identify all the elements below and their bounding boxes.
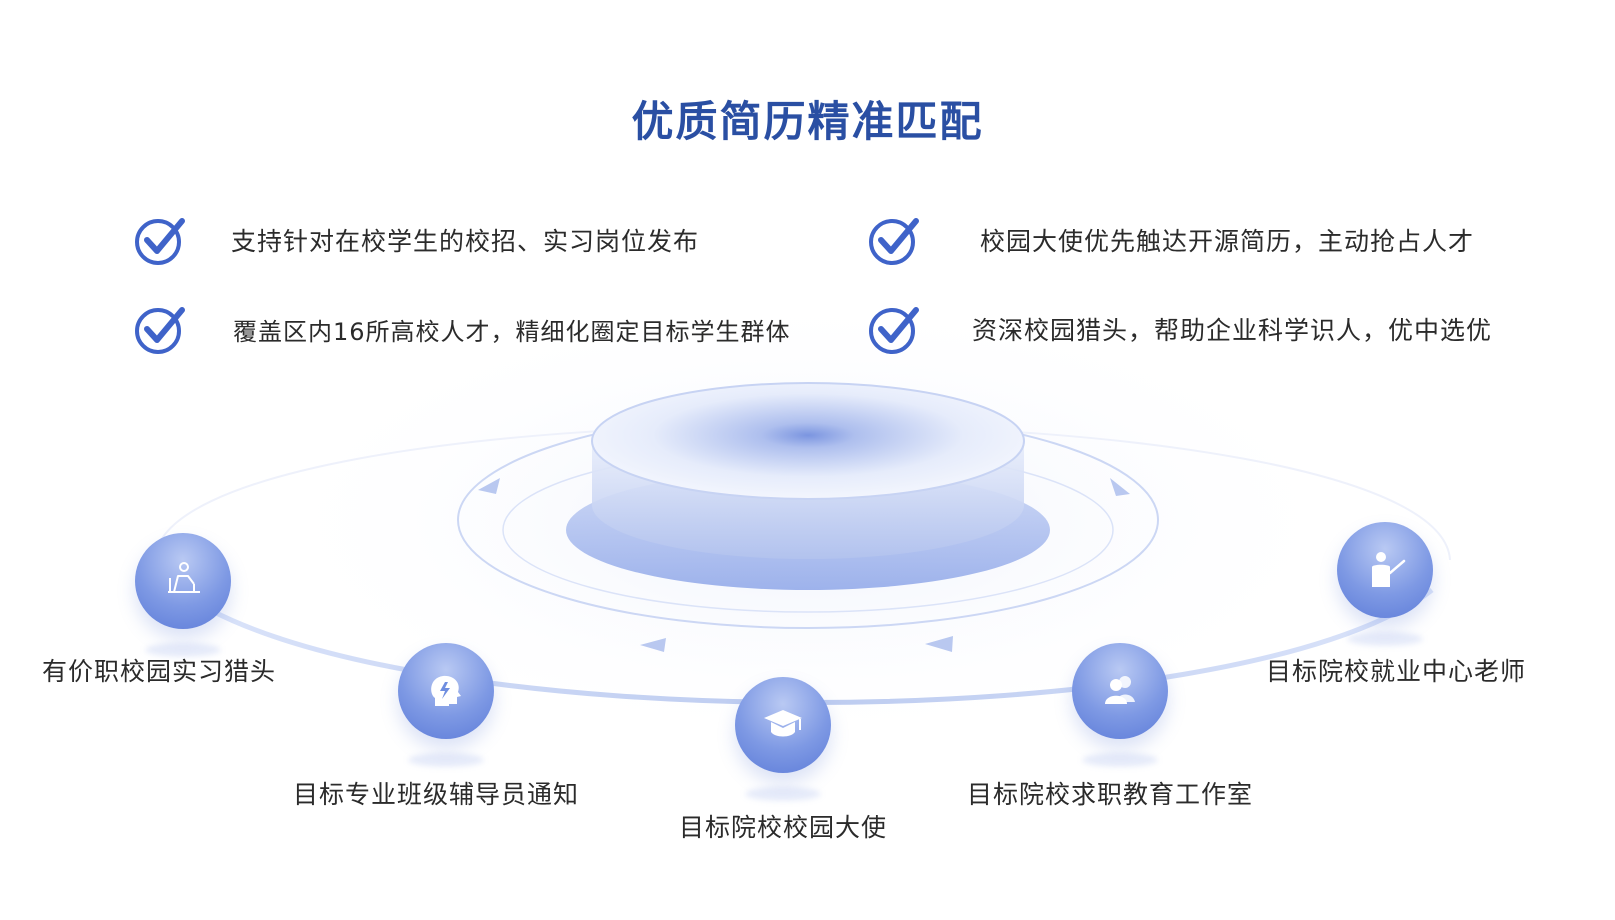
feature-text: 校园大使优先触达开源简历，主动抢占人才 (980, 227, 1475, 256)
node-campus-headhunter (135, 533, 231, 629)
teacher-pointer-icon (1372, 552, 1406, 587)
users-icon (1105, 676, 1135, 704)
orbit-arrow-left (478, 478, 500, 494)
head-lightbulb-icon (431, 675, 461, 706)
node-label: 有价职校园实习猎头 (42, 657, 277, 686)
node-label: 目标院校求职教育工作室 (967, 780, 1254, 809)
node-campus-ambassador (735, 677, 831, 773)
check-circle-icon (869, 307, 919, 354)
feature-item: 资深校园猎头，帮助企业科学识人，优中选优 (868, 301, 1492, 357)
node-label: 目标院校校园大使 (679, 813, 888, 842)
page-title: 优质简历精准匹配 (631, 97, 984, 146)
platform-top (591, 382, 1025, 500)
graduation-cap-icon (764, 710, 802, 737)
feature-item: 校园大使优先触达开源简历，主动抢占人才 (868, 212, 1474, 268)
node-label: 目标专业班级辅导员通知 (293, 780, 580, 809)
feature-text: 资深校园猎头，帮助企业科学识人，优中选优 (972, 316, 1493, 345)
feature-text: 覆盖区内16所高校人才，精细化圈定目标学生群体 (233, 317, 791, 346)
feature-text: 支持针对在校学生的校招、实习岗位发布 (231, 227, 700, 256)
feature-item: 支持针对在校学生的校招、实习岗位发布 (134, 212, 699, 268)
orbit-arrow-bottom-right (925, 636, 953, 652)
check-circle-icon (135, 307, 185, 354)
node-employment-center (1337, 522, 1433, 618)
node-career-studio (1072, 643, 1168, 739)
feature-item: 覆盖区内16所高校人才，精细化圈定目标学生群体 (134, 301, 791, 357)
node-label: 目标院校就业中心老师 (1266, 657, 1527, 686)
desk-worker-icon (168, 562, 200, 593)
check-circle-icon (869, 218, 919, 265)
orbit-arrow-bottom-left (640, 638, 666, 652)
node-class-counselor (398, 643, 494, 739)
check-circle-icon (135, 218, 185, 265)
orbit-arrow-right (1110, 478, 1130, 496)
